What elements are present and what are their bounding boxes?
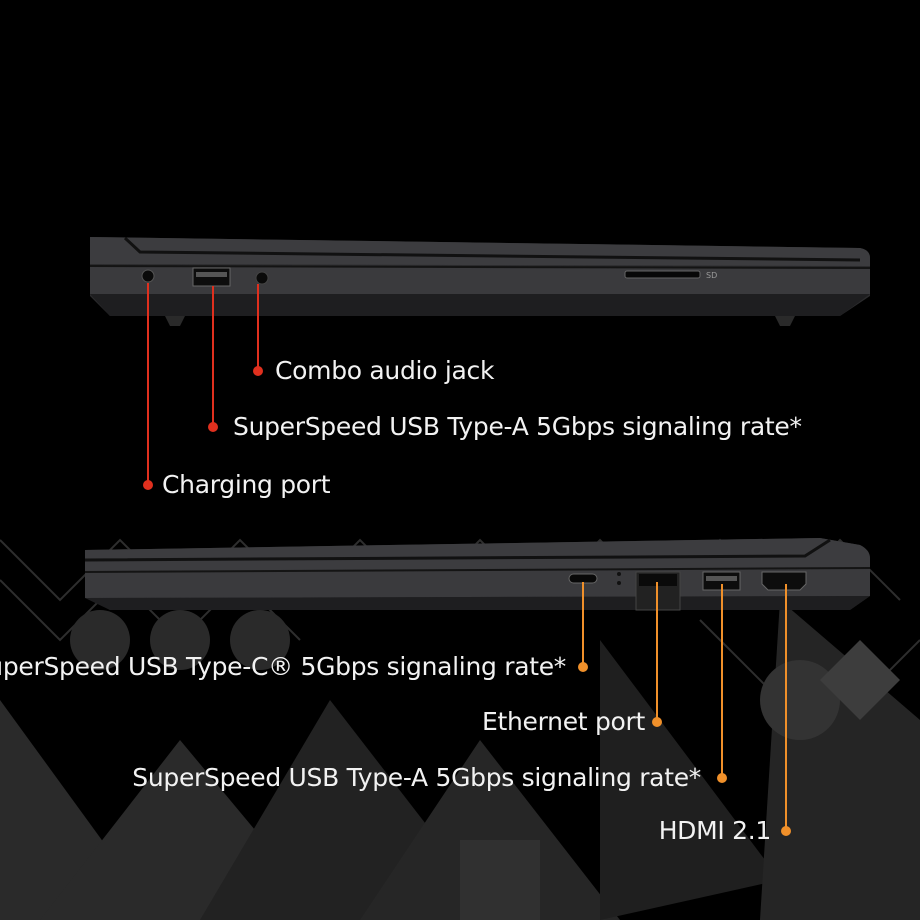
- background-shapes: [0, 600, 920, 920]
- callout-hdmi: HDMI 2.1: [658, 816, 772, 845]
- laptop-left-side: [89, 236, 871, 326]
- hdmi-port: [761, 571, 807, 591]
- callout-charging-port: Charging port: [162, 470, 331, 499]
- usb-c-port: [568, 573, 598, 584]
- callout-combo-audio-jack: Combo audio jack: [275, 356, 495, 385]
- top-callouts: [143, 283, 263, 490]
- sd-marking: SD: [706, 271, 718, 280]
- charging-port: [141, 269, 155, 283]
- callout-usb-a-bottom: SuperSpeed USB Type-A 5Gbps signaling ra…: [132, 763, 701, 792]
- sd-card-slot: [624, 270, 701, 279]
- bottom-callouts: [578, 582, 791, 836]
- callout-ethernet-port: Ethernet port: [482, 707, 645, 736]
- callout-usb-c: SuperSpeed USB Type-C® 5Gbps signaling r…: [0, 652, 566, 681]
- laptop-right-side: [84, 538, 871, 611]
- callout-usb-a-top: SuperSpeed USB Type-A 5Gbps signaling ra…: [233, 412, 802, 441]
- audio-jack: [255, 271, 269, 285]
